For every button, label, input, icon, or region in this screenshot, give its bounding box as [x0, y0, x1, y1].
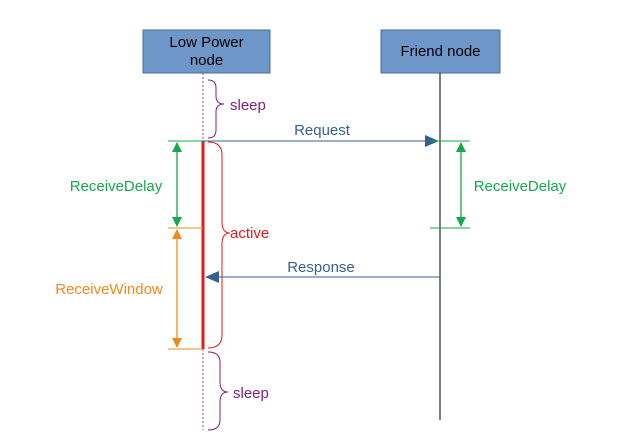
receive-window-label: ReceiveWindow — [55, 281, 163, 298]
friend-node-label: Friend node — [400, 43, 480, 60]
sleep-top-brace: sleep — [207, 79, 266, 139]
sleep-bottom-brace-shape — [207, 351, 229, 431]
response-label: Response — [287, 259, 355, 276]
receive-delay-right-interval: ReceiveDelay — [430, 140, 567, 229]
sleep-bottom-label: sleep — [233, 385, 269, 402]
active-label: active — [230, 225, 269, 242]
friend-node-box — [380, 29, 501, 74]
low-power-node: Low Power node — [142, 29, 271, 74]
receive-delay-right-label: ReceiveDelay — [474, 178, 567, 195]
friend-node: Friend node — [380, 29, 501, 74]
active-brace: active — [207, 141, 269, 349]
active-brace-shape — [207, 141, 231, 349]
sleep-top-label: sleep — [230, 97, 266, 114]
receive-window-interval: ReceiveWindow — [55, 227, 203, 350]
low-power-node-label-line1: Low Power — [169, 34, 243, 51]
receive-delay-left-interval: ReceiveDelay — [70, 140, 203, 229]
request-label: Request — [294, 122, 351, 139]
sleep-bottom-brace: sleep — [207, 351, 269, 431]
receive-delay-left-label: ReceiveDelay — [70, 178, 163, 195]
low-power-node-box — [142, 29, 271, 74]
low-power-node-label-line2: node — [190, 52, 223, 69]
sleep-top-brace-shape — [207, 79, 225, 139]
